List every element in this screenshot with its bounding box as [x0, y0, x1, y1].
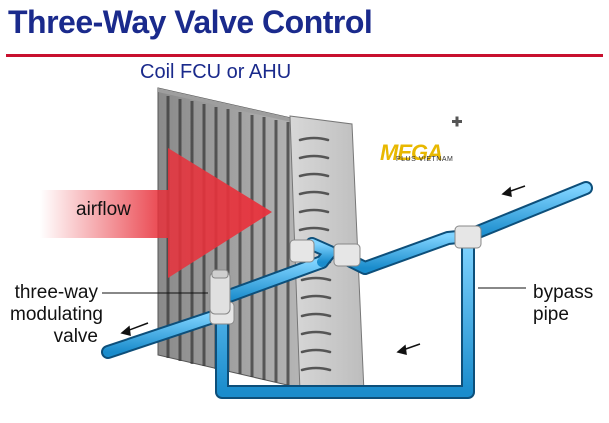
bypass-label-line: pipe — [533, 304, 569, 325]
valve-label: three-way modulating valve — [10, 282, 103, 348]
airflow-arrow — [40, 148, 272, 278]
plus-icon — [452, 116, 462, 127]
logo: MEGA — [380, 140, 443, 165]
three-way-valve — [209, 269, 231, 315]
title-rule — [6, 54, 603, 57]
valve-label-line: modulating — [10, 304, 103, 325]
diagram-subtitle: Coil FCU or AHU — [140, 61, 292, 83]
leader-lines — [102, 287, 526, 294]
airflow-label: airflow — [76, 199, 131, 220]
valve-label-line: valve — [53, 326, 98, 347]
valve-label-line: three-way — [14, 282, 98, 303]
page-title: Three-Way Valve Control — [8, 4, 373, 40]
logo-subtitle: PLUS VIETNAM — [396, 156, 454, 163]
bypass-label: bypass pipe — [533, 282, 593, 326]
flow-arrows — [120, 185, 526, 355]
bypass-label-line: bypass — [533, 282, 594, 303]
